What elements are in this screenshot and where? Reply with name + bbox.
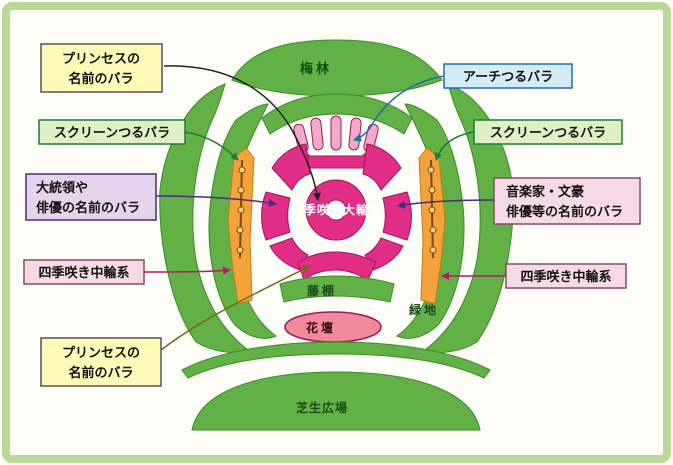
callout-musicians xyxy=(493,177,641,225)
callout-screen-left-text: スクリーンつるバラ xyxy=(54,126,170,141)
callout-princess-bottom-arrow xyxy=(160,265,311,351)
callout-leaders-line1: 大統領や xyxy=(36,180,88,196)
callout-musicians-line1: 音楽家・文豪 xyxy=(506,184,584,200)
lawn-plaza xyxy=(191,371,481,431)
left-screen-rose-post xyxy=(238,166,246,174)
right-screen-rose-post xyxy=(428,186,436,194)
callout-leaders-arrow xyxy=(155,195,277,207)
callout-princess-bottom-line1: プリンセスの xyxy=(62,346,140,361)
right-screen-rose-post xyxy=(428,206,436,214)
left-outer-lawn xyxy=(159,83,250,353)
lawn-plaza-label: 芝生広場 xyxy=(296,400,348,415)
callout-princess-top-line1: プリンセスの xyxy=(62,52,140,67)
callout-leaders-line2: 俳優の名前のバラ xyxy=(36,200,140,216)
callout-princess-bottom-line2: 名前のバラ xyxy=(68,365,133,381)
right-screen-rose-post xyxy=(429,226,437,234)
callout-arch-climbing-text: アーチつるバラ xyxy=(463,70,553,85)
green-space-label: 緑地 xyxy=(409,302,439,317)
plum-grove xyxy=(231,39,443,97)
flower-bed-label: 花壇 xyxy=(306,320,336,335)
callout-arch-climbing xyxy=(443,63,573,89)
callout-musicians-line2: 俳優等の名前のバラ xyxy=(506,204,623,220)
left-screen-rose-post xyxy=(237,206,245,214)
upper-lawn-band xyxy=(261,93,413,135)
callout-musicians-arrow xyxy=(397,199,495,209)
left-screen-rose-post xyxy=(237,186,245,194)
callout-screen-right-text: スクリーンつるバラ xyxy=(490,126,606,141)
callout-princess-top xyxy=(40,43,163,93)
callout-medium-left-arrow xyxy=(143,266,231,275)
callout-princess-top-line2: 名前のバラ xyxy=(68,71,133,87)
callout-arch-climbing-arrow xyxy=(353,75,445,142)
callout-screen-left xyxy=(38,119,186,145)
wisteria-trellis xyxy=(279,275,395,303)
lower-lawn-band xyxy=(181,341,491,379)
wisteria-trellis-label: 藤棚 xyxy=(306,283,337,298)
callout-princess-top-arrow xyxy=(163,65,321,201)
callout-screen-right-arrow xyxy=(434,131,475,161)
callout-medium-left-text: 四季咲き中輪系 xyxy=(38,265,129,281)
left-screen-rose-post xyxy=(236,246,244,254)
left-screen-rose-post xyxy=(236,226,244,234)
right-screen-rose-post xyxy=(427,166,435,174)
large-flowered-rose-label: 四季咲き大輪系 xyxy=(291,202,382,217)
callout-screen-left-arrow xyxy=(184,131,239,161)
callout-medium-right-text: 四季咲き中輪系 xyxy=(520,269,611,285)
plum-grove-label: 梅林 xyxy=(300,61,332,77)
left-inner-lawn xyxy=(208,103,278,339)
right-screen-rose-post xyxy=(429,246,437,254)
callout-princess-bottom xyxy=(40,337,162,387)
callout-leaders xyxy=(25,173,157,221)
